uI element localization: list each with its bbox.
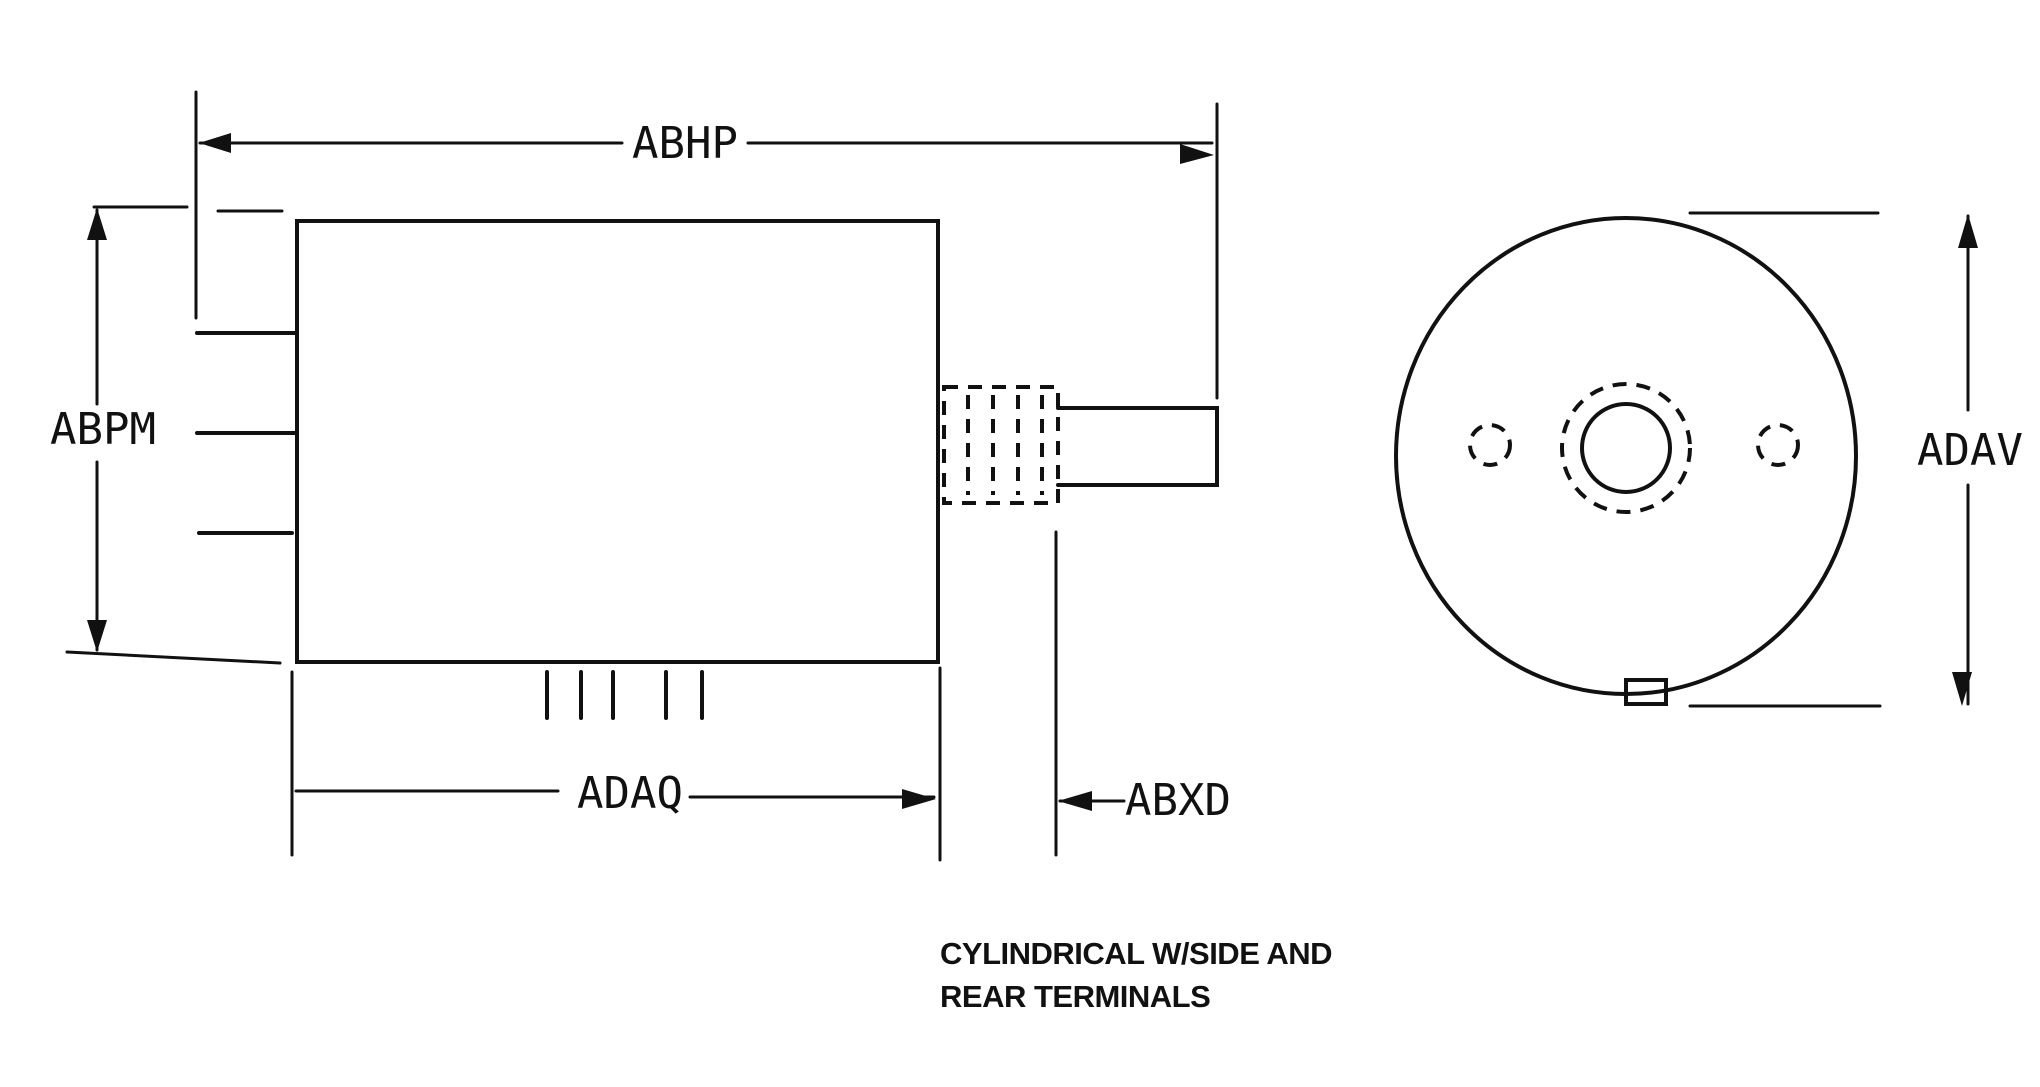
end-view: ADAV xyxy=(1394,211,2023,708)
dim-label-body-height: ABPM xyxy=(50,404,156,455)
mounting-hole-left xyxy=(1468,423,1512,467)
dim-body-height: ABPM xyxy=(50,208,156,652)
dim-body-length: ADAQ xyxy=(294,768,936,819)
ext-line-bottom-left xyxy=(65,650,282,665)
dim-overall-length: ABHP xyxy=(198,118,1214,169)
dim-label-body-length: ADAQ xyxy=(577,768,683,819)
rear-threaded-terminal xyxy=(942,385,1060,505)
dim-label-overall-length: ABHP xyxy=(632,118,738,169)
side-view: ABHP ABPM ADAQ ABXD xyxy=(50,90,1231,862)
center-hole-dashed-ring xyxy=(1560,382,1692,514)
center-hole xyxy=(1580,402,1672,494)
rear-stud xyxy=(1056,406,1219,487)
end-view-outline xyxy=(1394,216,1858,696)
caption-line-2: REAR TERMINALS xyxy=(940,979,1210,1014)
caption-line-1: CYLINDRICAL W/SIDE AND xyxy=(940,936,1332,971)
dim-label-diameter: ADAV xyxy=(1917,425,2023,476)
cylinder-body xyxy=(295,219,940,664)
mounting-hole-right xyxy=(1756,423,1800,467)
dim-label-terminal-extension: ABXD xyxy=(1125,775,1231,826)
dim-diameter: ADAV xyxy=(1688,211,2023,708)
dim-terminal-extension: ABXD xyxy=(1058,775,1231,826)
end-view-tab xyxy=(1624,678,1668,706)
caption: CYLINDRICAL W/SIDE AND REAR TERMINALS xyxy=(940,936,1333,1014)
bottom-terminals xyxy=(545,670,704,720)
